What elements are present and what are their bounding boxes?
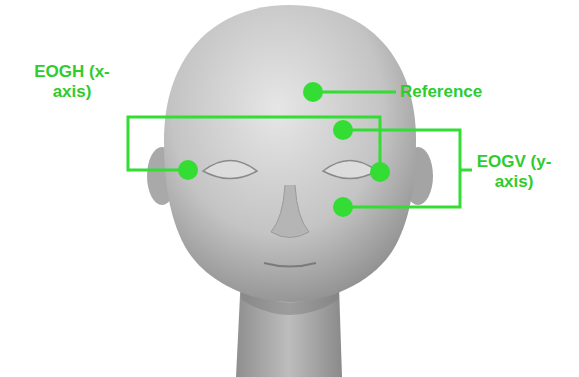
electrode-dot [370,162,390,182]
nose [271,185,309,238]
electrodes [178,82,390,217]
left-eye [203,161,257,179]
reference-leader [313,91,396,94]
axis-label: Reference [400,82,520,102]
electrode-dot [178,160,198,180]
eogh-bracket [128,117,380,172]
electrode-dot [303,82,323,102]
eogv-bracket [343,130,460,207]
right-eye [323,161,377,179]
electrode-dot [333,120,353,140]
axis-label: EOGV (y-axis) [472,152,556,192]
electrode-dot [333,197,353,217]
head-shape [164,5,416,302]
mouth [264,263,316,267]
axis-label: EOGH (x-axis) [30,62,114,102]
eogv-leader [460,169,472,172]
electrode-wires [128,92,472,207]
